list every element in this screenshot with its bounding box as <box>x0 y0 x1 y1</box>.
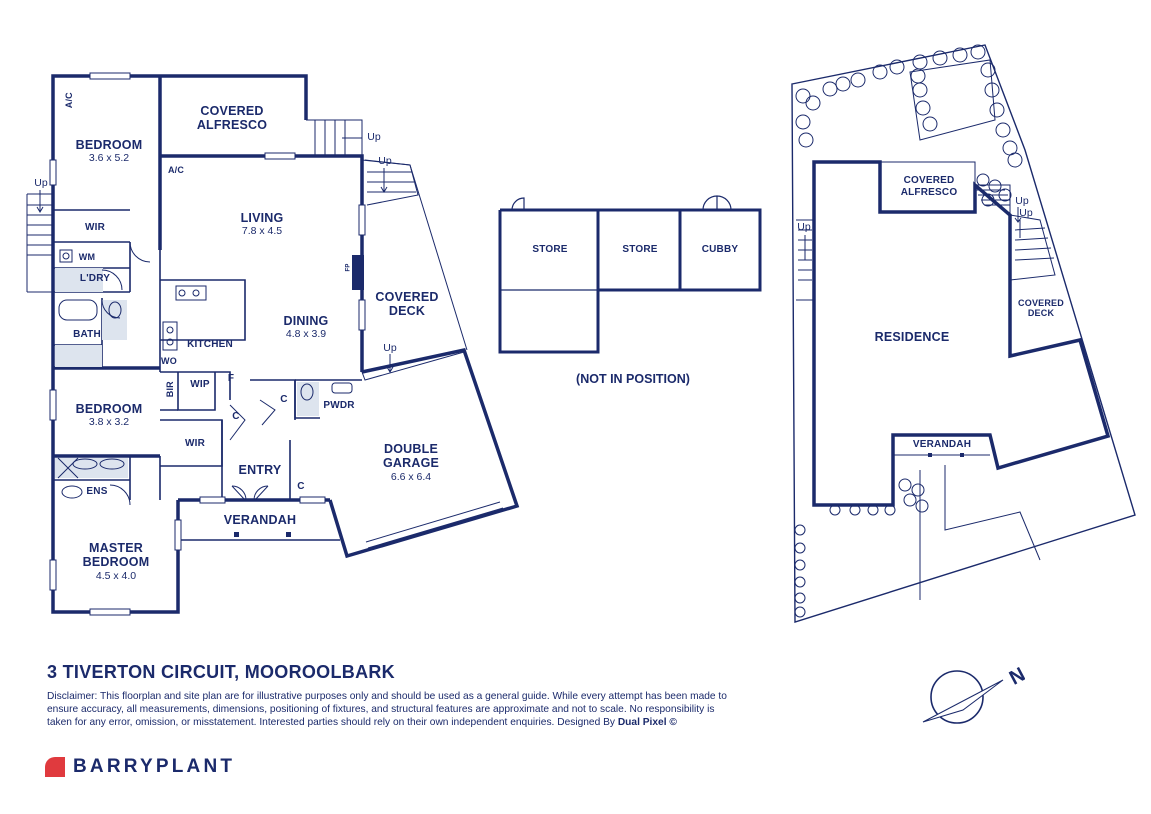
room-label-fridge: F <box>227 373 235 384</box>
site-label-verandah: VERANDAH <box>912 439 972 450</box>
brand-name: BARRYPLANT <box>73 756 236 777</box>
disclaimer-text: Disclaimer: This floorplan and site plan… <box>47 691 727 728</box>
site-label-residence: RESIDENCE <box>874 330 950 344</box>
room-label-cupboard-2: C <box>280 394 288 405</box>
stair-up-label-deck: Up <box>378 155 392 167</box>
room-label-double-garage: DOUBLE GARAGE 6.6 x 6.4 <box>382 442 440 483</box>
verandah-posts <box>234 532 291 537</box>
room-label-kitchen: KITCHEN <box>187 339 233 350</box>
room-name: BEDROOM <box>75 138 143 152</box>
north-arrow-icon: N <box>922 664 1025 724</box>
room-label-wip: WIP <box>190 379 210 390</box>
site-residence <box>812 160 1111 507</box>
site-stair-up-label-b: Up <box>1015 195 1029 207</box>
kitchen-fixtures <box>57 249 353 499</box>
outbuildings-walls <box>498 208 762 354</box>
stairs-deck <box>361 159 468 381</box>
room-label-laundry: L'DRY <box>79 273 111 284</box>
door-swings <box>101 241 276 506</box>
site-label-covered-deck: COVERED DECK <box>1018 298 1064 319</box>
stair-up-label-garage: Up <box>383 342 397 354</box>
room-label-covered-alfresco: COVERED ALFRESCO <box>196 104 268 133</box>
site-details <box>796 59 1056 600</box>
property-address: 3 TIVERTON CIRCUIT, MOOROOLBARK <box>47 662 395 682</box>
room-label-pwdr: PWDR <box>323 400 355 411</box>
room-label-wir-south: WIR <box>184 438 206 449</box>
site-label-covered-alfresco: COVERED ALFRESCO <box>900 175 958 198</box>
label-ac-2: A/C <box>167 165 185 175</box>
room-label-bedroom-north: BEDROOM 3.6 x 5.2 <box>76 138 143 164</box>
room-label-cupboard-3: C <box>297 481 305 492</box>
site-verandah-posts <box>928 453 964 457</box>
fireplace <box>352 255 364 290</box>
site-boundary <box>791 44 1136 623</box>
outbuilding-label-store-2: STORE <box>622 244 658 255</box>
room-label-wir-north: WIR <box>84 222 106 233</box>
room-label-covered-deck: COVERED DECK <box>375 290 439 319</box>
room-label-bath: BATH <box>73 329 101 340</box>
stair-up-label-alfresco: Up <box>367 131 381 143</box>
windows <box>49 72 366 616</box>
stair-up-label-west: Up <box>34 177 48 189</box>
room-label-master-bedroom: MASTER BEDROOM 4.5 x 4.0 <box>82 541 150 582</box>
site-stair-up-label-c: Up <box>1019 207 1033 219</box>
room-label-dining: DINING 4.8 x 3.9 <box>283 314 329 341</box>
brand-logo: BARRYPLANT <box>45 756 235 778</box>
designer-credit: Dual Pixel © <box>617 717 677 728</box>
room-label-verandah: VERANDAH <box>223 513 297 527</box>
room-dims: 3.6 x 5.2 <box>88 152 130 165</box>
compass-letter: N <box>1006 664 1025 690</box>
room-label-ens: ENS <box>86 486 108 497</box>
room-label-cupboard-1: C <box>232 411 240 422</box>
label-fireplace: FP <box>345 263 352 272</box>
site-stair-up-label-a: Up <box>797 221 811 233</box>
room-label-wo: WO <box>161 356 177 366</box>
site-trees <box>794 44 1023 618</box>
not-in-position-note: (NOT IN POSITION) <box>576 372 690 386</box>
room-label-wm: WM <box>78 252 96 262</box>
disclaimer: Disclaimer: This floorplan and site plan… <box>47 690 737 729</box>
label-ac-1: A/C <box>63 92 74 109</box>
room-label-bedroom-south: BEDROOM 3.8 x 3.2 <box>75 402 143 429</box>
outbuilding-label-store-1: STORE <box>532 244 568 255</box>
brand-mark-icon <box>45 757 65 777</box>
room-label-entry: ENTRY <box>238 463 282 477</box>
room-label-living: LIVING 7.8 x 4.5 <box>240 211 284 238</box>
up-arrows <box>36 137 1022 373</box>
room-label-bir: BIR <box>164 381 175 398</box>
outbuilding-label-cubby: CUBBY <box>701 244 739 255</box>
stairs-alfresco <box>306 119 363 156</box>
